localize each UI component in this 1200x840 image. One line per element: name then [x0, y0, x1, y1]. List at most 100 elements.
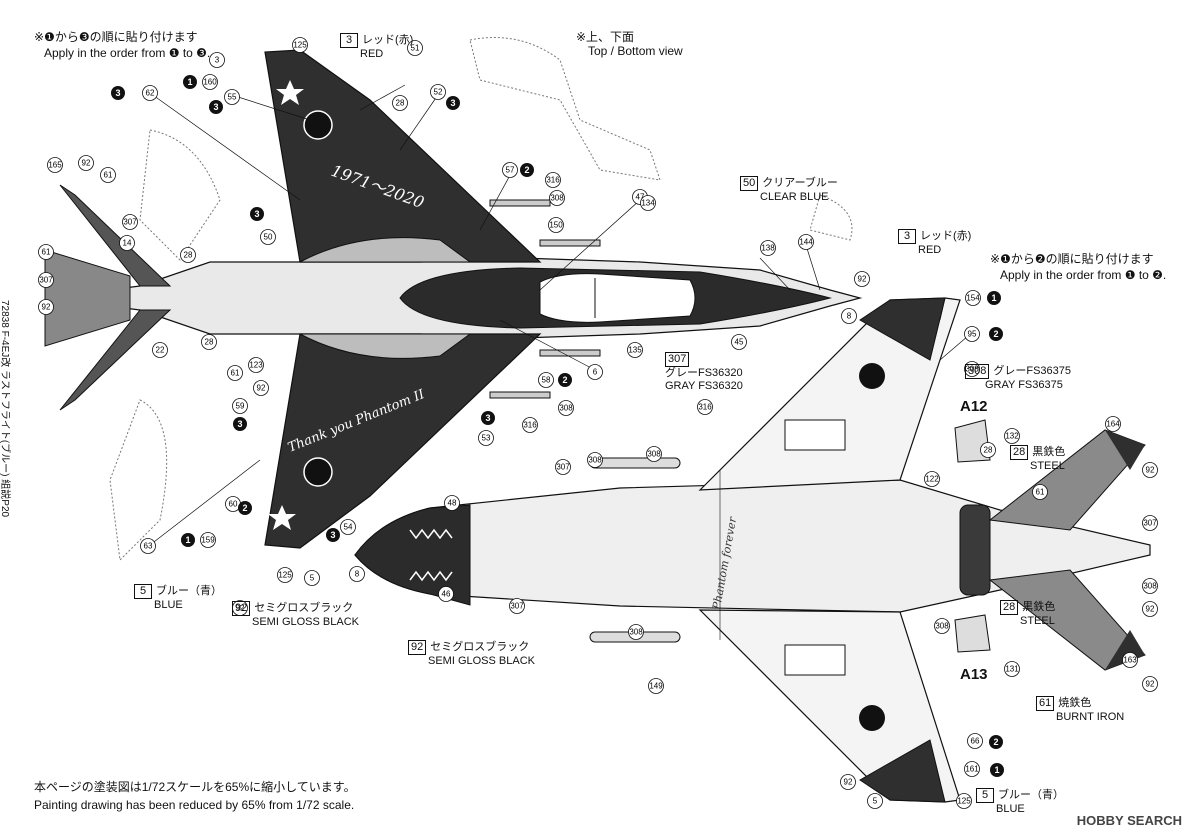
svg-text:163: 163 — [1123, 656, 1137, 665]
svg-text:92: 92 — [858, 275, 867, 284]
part-callout: 307 — [555, 459, 571, 475]
svg-text:308: 308 — [935, 622, 949, 631]
part-callout: 307 — [509, 598, 525, 614]
svg-text:3: 3 — [213, 102, 218, 112]
svg-text:138: 138 — [761, 244, 775, 253]
right-order-note-en: Apply in the order from ❶ to ❷. — [1000, 268, 1167, 282]
svg-text:154: 154 — [966, 294, 980, 303]
svg-text:131: 131 — [1005, 665, 1019, 674]
svg-text:132: 132 — [1005, 432, 1019, 441]
svg-text:60: 60 — [229, 500, 238, 509]
part-callout: 61 — [38, 244, 54, 260]
part-callout: 59 — [232, 398, 248, 414]
svg-text:307: 307 — [1143, 519, 1157, 528]
svg-text:92: 92 — [257, 384, 266, 393]
svg-text:2: 2 — [562, 375, 567, 385]
part-callout: 308 — [646, 446, 662, 462]
decal-outline — [469, 37, 661, 181]
part-callout: 135 — [627, 342, 643, 358]
svg-text:92: 92 — [844, 778, 853, 787]
part-callout: 134 — [640, 195, 656, 211]
svg-text:134: 134 — [641, 199, 655, 208]
part-callout: 307 — [38, 272, 54, 288]
svg-text:150: 150 — [549, 221, 563, 230]
svg-text:161: 161 — [965, 765, 979, 774]
part-callout: 61 — [1032, 484, 1048, 500]
part-callout: 92 — [1142, 676, 1158, 692]
svg-text:144: 144 — [799, 238, 813, 247]
order-step-marker: 1 — [990, 763, 1004, 777]
svg-text:47: 47 — [636, 193, 645, 202]
svg-text:55: 55 — [228, 93, 237, 102]
part-callout: 149 — [648, 678, 664, 694]
part-callout: 92 — [1142, 462, 1158, 478]
part-callout: 159 — [200, 532, 216, 548]
svg-text:308: 308 — [550, 194, 564, 203]
svg-text:61: 61 — [104, 171, 113, 180]
part-callout: 122 — [924, 471, 940, 487]
part-callout: 22 — [152, 342, 168, 358]
part-callout: 131 — [1004, 661, 1020, 677]
svg-text:308: 308 — [1143, 582, 1157, 591]
part-callout: 45 — [731, 334, 747, 350]
part-callout: 14 — [119, 235, 135, 251]
svg-text:5: 5 — [310, 574, 315, 583]
view-note-en: Top / Bottom view — [588, 44, 683, 58]
part-callout: 308 — [549, 190, 565, 206]
svg-text:3: 3 — [450, 98, 455, 108]
svg-text:149: 149 — [649, 682, 663, 691]
order-step-marker: 1 — [181, 533, 195, 547]
svg-text:59: 59 — [236, 402, 245, 411]
svg-text:62: 62 — [146, 89, 155, 98]
part-callout: 125 — [956, 793, 972, 809]
order-step-marker: 2 — [238, 501, 252, 515]
part-callout: 92 — [78, 155, 94, 171]
part-callout: 8 — [841, 308, 857, 324]
part-callout: 5 — [304, 570, 320, 586]
svg-text:135: 135 — [628, 346, 642, 355]
part-callout: 92 — [1142, 601, 1158, 617]
svg-text:1: 1 — [187, 77, 192, 87]
decal-outline — [809, 194, 853, 241]
svg-text:164: 164 — [1106, 420, 1120, 429]
svg-text:5: 5 — [873, 797, 878, 806]
order-step-marker: 3 — [233, 417, 247, 431]
svg-text:125: 125 — [957, 797, 971, 806]
svg-text:159: 159 — [201, 536, 215, 545]
svg-text:3: 3 — [115, 88, 120, 98]
svg-text:92: 92 — [1146, 605, 1155, 614]
svg-text:2: 2 — [993, 737, 998, 747]
part-callout: 28 — [180, 247, 196, 263]
footer-note-en: Painting drawing has been reduced by 65%… — [34, 798, 355, 812]
part-callout: 308 — [587, 452, 603, 468]
svg-text:3: 3 — [237, 419, 242, 429]
order-step-marker: 2 — [558, 373, 572, 387]
part-callout: 316 — [545, 172, 561, 188]
svg-text:50: 50 — [264, 233, 273, 242]
svg-text:92: 92 — [1146, 680, 1155, 689]
part-callout: 95 — [964, 326, 980, 342]
part-callout: 138 — [760, 240, 776, 256]
logo-text: HOBBY SEARCH — [1076, 813, 1182, 828]
top-view-aircraft — [44, 49, 863, 549]
svg-text:53: 53 — [482, 434, 491, 443]
part-callout: 58 — [538, 372, 554, 388]
footer-note-jp: 本ページの塗装図は1/72スケールを65%に縮小しています。 — [34, 780, 356, 794]
part-a13-sketch — [954, 614, 991, 653]
part-callout: 61 — [100, 167, 116, 183]
right-order-note-jp: ※❶から❷の順に貼り付けます — [990, 252, 1154, 266]
svg-text:160: 160 — [203, 78, 217, 87]
part-callout: 66 — [967, 733, 983, 749]
part-callout: 55 — [224, 89, 240, 105]
svg-text:125: 125 — [278, 571, 292, 580]
svg-text:3: 3 — [330, 530, 335, 540]
svg-text:57: 57 — [506, 166, 515, 175]
svg-text:22: 22 — [156, 346, 165, 355]
part-callout: 28 — [201, 334, 217, 350]
